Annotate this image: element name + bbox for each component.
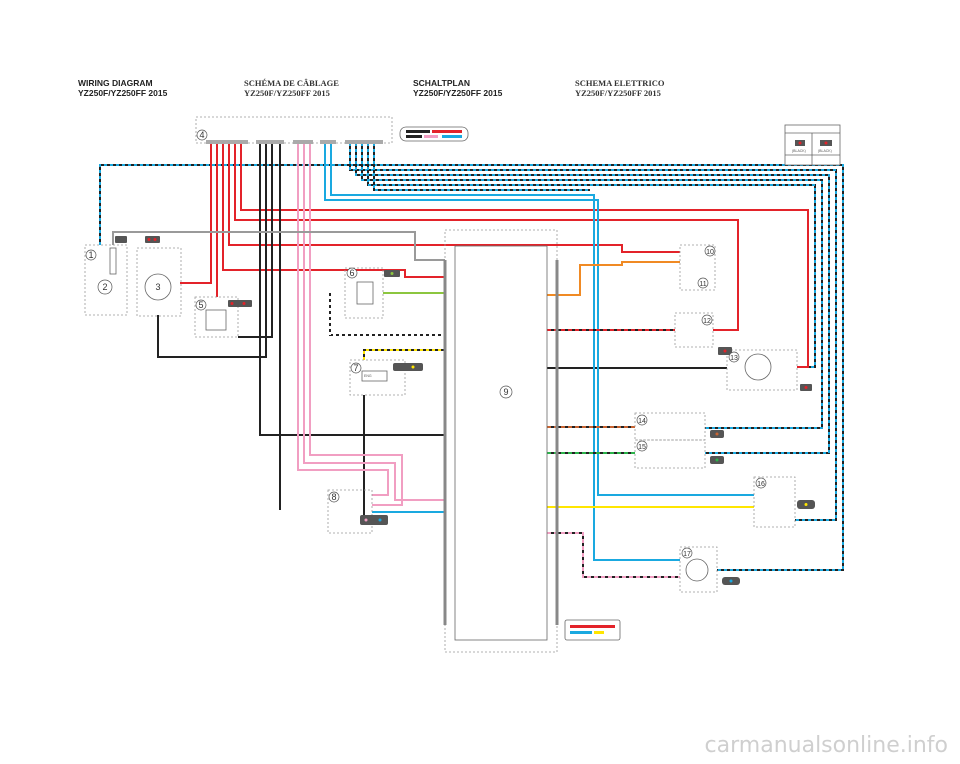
header-model: YZ250F/YZ250FF 2015 xyxy=(413,88,503,98)
label-13: 13 xyxy=(730,355,738,362)
header-title: SCHEMA ELETTRICO xyxy=(575,78,665,88)
box-14 xyxy=(634,412,706,441)
box-13 xyxy=(726,349,798,391)
eng-label: ENG xyxy=(364,374,372,378)
wire-pink xyxy=(297,143,445,506)
label-14: 14 xyxy=(638,418,646,425)
box-16 xyxy=(753,476,796,528)
box-10-11 xyxy=(679,244,716,291)
wire-red xyxy=(180,143,809,368)
box-17 xyxy=(679,546,718,593)
wire-dashed-signals xyxy=(329,290,680,578)
label-17: 17 xyxy=(683,551,691,558)
box-1-2 xyxy=(84,244,128,316)
label-15: 15 xyxy=(638,444,646,451)
label-9: 9 xyxy=(503,387,508,397)
ecu-body xyxy=(454,245,548,641)
header-title: SCHÉMA DE CÂBLAGE xyxy=(244,78,339,88)
box-7 xyxy=(349,359,406,396)
label-7: 7 xyxy=(353,363,358,373)
label-2: 2 xyxy=(102,282,107,292)
label-11: 11 xyxy=(699,281,706,288)
label-5: 5 xyxy=(198,300,203,310)
label-12: 12 xyxy=(703,318,711,325)
pump-circle xyxy=(685,558,709,582)
label-16: 16 xyxy=(757,481,765,488)
ecu-connector-bottom xyxy=(564,619,621,641)
inset-label-left: (BLACK) xyxy=(792,149,806,153)
box-15 xyxy=(634,439,706,469)
box-3 xyxy=(136,247,182,317)
inset-label-right: (BLACK) xyxy=(818,149,832,153)
box-8 xyxy=(327,489,373,534)
label-3: 3 xyxy=(155,282,160,292)
box-5 xyxy=(194,296,239,338)
switch-7 xyxy=(361,370,388,382)
wire-grey xyxy=(112,231,445,261)
label-4: 4 xyxy=(199,130,204,140)
sensor-1 xyxy=(109,247,117,275)
coil xyxy=(356,281,374,305)
label-10: 10 xyxy=(706,249,714,256)
watermark: carmanualsonline.info xyxy=(704,733,948,758)
label-8: 8 xyxy=(331,492,336,502)
wire-orange xyxy=(547,261,680,296)
magneto-stator xyxy=(144,273,172,301)
connector-icons xyxy=(115,140,832,585)
header-model: YZ250F/YZ250FF 2015 xyxy=(575,88,661,98)
regulator xyxy=(205,309,227,331)
header-model: YZ250F/YZ250FF 2015 xyxy=(244,88,330,98)
connector-box-4 xyxy=(195,116,393,144)
ecu-connector xyxy=(399,126,469,142)
wire-blue xyxy=(324,143,754,561)
actuator-circle xyxy=(744,353,772,381)
header-title: WIRING DIAGRAM xyxy=(78,78,153,88)
header-model: YZ250F/YZ250FF 2015 xyxy=(78,88,168,98)
ecu-connector-pins xyxy=(406,130,615,634)
header-title: SCHALTPLAN xyxy=(413,78,470,88)
label-1: 1 xyxy=(88,250,93,260)
label-6: 6 xyxy=(349,268,354,278)
